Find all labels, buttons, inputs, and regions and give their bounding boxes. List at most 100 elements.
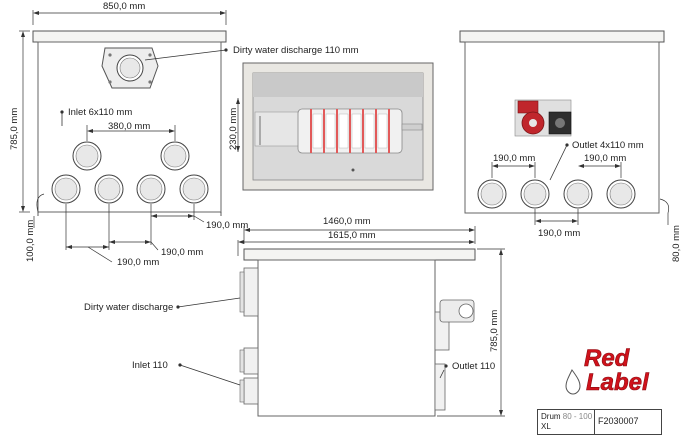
front-bottom-offset-dimension: 100,0 mm <box>25 220 36 262</box>
red-label-logo: Red Label <box>565 345 650 396</box>
leader-line <box>193 215 205 223</box>
arrowhead <box>21 206 25 212</box>
inlet-stub-end <box>239 349 245 373</box>
side-inlet-label: Inlet 110 <box>132 360 168 371</box>
front-spacing-dimension-b: 190,0 mm <box>161 247 203 258</box>
outlet-stub <box>434 363 446 411</box>
inlet-stub-end <box>239 379 245 403</box>
back-spacing-dimension-right: 190,0 mm <box>584 153 626 164</box>
leader-line <box>87 246 113 263</box>
arrowhead <box>572 219 578 223</box>
back-bottom-offset-dimension: 80,0 mm <box>671 225 682 262</box>
front-spacing-dimension-c: 190,0 mm <box>117 257 159 268</box>
front-top-rim <box>32 30 227 43</box>
top-view: 230,0 mm <box>228 62 434 191</box>
inlet-port-inner <box>97 177 121 201</box>
leader-line <box>439 369 445 379</box>
inlet-port-inner <box>54 177 78 201</box>
front-view: 850,0 mm Dirty water discharge 110 mm 78… <box>9 1 359 268</box>
title-block-code: F2030007 <box>598 416 639 426</box>
arrowhead <box>578 164 584 168</box>
arrowhead <box>66 245 72 249</box>
outlet-port-inner <box>566 182 590 206</box>
leader-line <box>144 49 227 61</box>
model-range: 80 - 100 <box>562 412 593 421</box>
arrowhead <box>145 240 151 244</box>
arrowhead <box>469 240 475 244</box>
leader-dot <box>178 363 182 367</box>
arrowhead <box>469 228 475 232</box>
controller-dial <box>555 118 565 128</box>
side-view: 1460,0 mm 1615,0 mm Dirty water discharg… <box>84 216 505 417</box>
side-top-rim <box>243 248 476 261</box>
side-height-dimension: 785,0 mm <box>489 310 500 352</box>
arrowhead <box>238 240 244 244</box>
leader-dot <box>444 364 448 368</box>
logo-line-2: Label <box>586 369 650 396</box>
back-spacing-dimension-left: 190,0 mm <box>493 153 535 164</box>
title-block-model: Drum 80 - 100 XL <box>541 412 593 432</box>
bolt <box>108 53 112 57</box>
front-discharge-label: Dirty water discharge 110 mm <box>233 45 359 56</box>
leader-line <box>179 364 241 386</box>
arrowhead <box>21 31 25 37</box>
side-outer-length-dimension: 1615,0 mm <box>328 230 376 241</box>
back-outlet-label: Outlet 4x110 mm <box>572 140 644 151</box>
arrowhead <box>169 129 175 133</box>
arrowhead <box>236 98 240 104</box>
side-body <box>257 259 436 417</box>
arrowhead <box>87 129 93 133</box>
drain-marker <box>351 168 355 172</box>
inlet-chamber <box>254 111 300 147</box>
pump-hub <box>529 119 537 127</box>
arrowhead <box>529 164 535 168</box>
inlet-port-inner <box>139 177 163 201</box>
inlet-stub <box>243 347 259 375</box>
drum-axle <box>401 123 423 131</box>
bolt <box>148 80 152 84</box>
inlet-port-inner <box>182 177 206 201</box>
basin-shadow <box>253 73 423 97</box>
drum-stripes <box>310 109 390 153</box>
leader-line <box>150 241 159 251</box>
pump-motor <box>517 100 539 114</box>
inlet-port-inner <box>163 144 187 168</box>
front-spacing-dimension-a: 190,0 mm <box>206 220 248 231</box>
model-prefix: Drum <box>541 412 561 421</box>
bolt <box>148 53 152 57</box>
front-inlet-label: Inlet 6x110 mm <box>68 107 132 118</box>
back-view: Outlet 4x110 mm 190,0 mm 190,0 mm 190,0 … <box>459 30 682 262</box>
discharge-port-inner <box>119 57 141 79</box>
bolt <box>108 80 112 84</box>
dim-curve <box>36 193 45 213</box>
arrowhead <box>535 219 541 223</box>
inlet-stub <box>243 377 259 405</box>
outlet-port-inner <box>480 182 504 206</box>
leader-line <box>177 297 241 308</box>
arrowhead <box>103 245 109 249</box>
discharge-stub-end <box>239 271 245 313</box>
leader-dot <box>224 48 228 52</box>
inlet-spacing-dimension: 380,0 mm <box>108 121 150 132</box>
arrowhead <box>615 164 621 168</box>
logo-line-1: Red <box>584 345 631 372</box>
front-height-dimension: 785,0 mm <box>9 108 20 150</box>
front-width-dimension: 850,0 mm <box>103 1 145 12</box>
water-drop-icon <box>565 369 581 395</box>
arrowhead <box>244 228 250 232</box>
arrowhead <box>188 214 194 218</box>
side-inner-length-dimension: 1460,0 mm <box>323 216 371 227</box>
arrowhead <box>499 249 503 255</box>
outlet-port-inner <box>523 182 547 206</box>
arrowhead <box>151 214 157 218</box>
outlet-port-inner <box>609 182 633 206</box>
back-spacing-dimension-bottom: 190,0 mm <box>538 228 580 239</box>
leader-line <box>549 144 568 181</box>
arrowhead <box>109 240 115 244</box>
title-block-divider <box>594 410 595 434</box>
drum-screen-panels <box>312 113 388 149</box>
title-block: Drum 80 - 100 XL F2030007 <box>537 409 662 435</box>
top-depth-dimension: 230,0 mm <box>228 108 239 150</box>
back-top-rim <box>459 30 665 43</box>
